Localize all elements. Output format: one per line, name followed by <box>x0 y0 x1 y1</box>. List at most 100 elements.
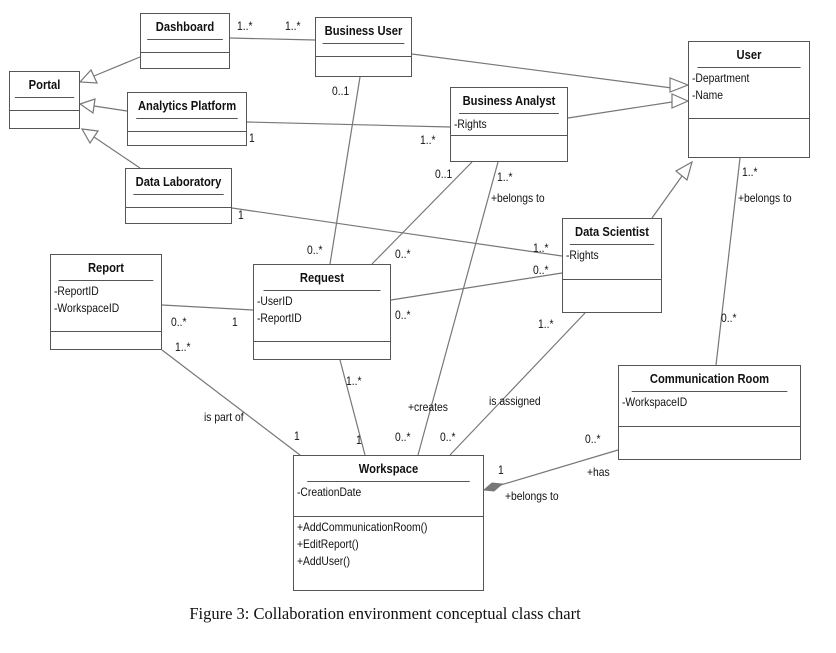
multiplicity-label: 0..* <box>721 311 737 325</box>
class-operations <box>451 136 567 161</box>
role-label: +creates <box>408 400 448 414</box>
datalab-portal-generalization <box>93 136 141 169</box>
class-data-scientist[interactable]: Data Scientist -Rights <box>562 218 662 313</box>
class-attributes <box>126 195 231 208</box>
generalization-arrowhead <box>80 128 100 145</box>
class-attributes: -Department -Name <box>689 68 809 119</box>
multiplicity-label: 0..* <box>395 247 411 261</box>
multiplicity-label: 1..* <box>742 165 758 179</box>
class-communication-room[interactable]: Communication Room -WorkspaceID <box>618 365 801 460</box>
class-request[interactable]: Request -UserID -ReportID <box>253 264 391 360</box>
user-communicationroom-association <box>715 157 741 366</box>
request-workspace-association <box>339 359 366 456</box>
class-attributes <box>128 119 246 132</box>
class-operations <box>254 342 390 359</box>
class-attributes <box>10 98 79 111</box>
multiplicity-label: 1..* <box>533 241 549 255</box>
multiplicity-label: 1 <box>356 433 362 447</box>
class-dashboard[interactable]: Dashboard <box>140 13 230 69</box>
attribute-userid: -UserID <box>257 294 293 308</box>
class-attributes: -WorkspaceID <box>619 392 800 427</box>
class-name: Dashboard <box>147 14 223 40</box>
class-name: Request <box>263 265 381 291</box>
businessanalyst-request-association <box>371 161 473 265</box>
class-operations: +AddCommunicationRoom() +EditReport() +A… <box>294 517 483 590</box>
generalization-arrowhead <box>78 68 98 84</box>
class-analytics-platform[interactable]: Analytics Platform <box>127 92 247 146</box>
workspace-communicationroom-composition <box>483 449 619 491</box>
multiplicity-label: 0..* <box>171 315 187 329</box>
multiplicity-label: 1..* <box>175 340 191 354</box>
attribute-rights: -Rights <box>566 248 599 262</box>
multiplicity-label: 1 <box>498 463 504 477</box>
multiplicity-label: 0..* <box>395 430 411 444</box>
class-user[interactable]: User -Department -Name <box>688 41 810 158</box>
attribute-reportid: -ReportID <box>54 284 99 298</box>
class-report[interactable]: Report -ReportID -WorkspaceID <box>50 254 162 350</box>
multiplicity-label: 0..* <box>440 430 456 444</box>
multiplicity-label: 1..* <box>420 133 436 147</box>
role-label: is part of <box>204 410 244 424</box>
businessanalyst-user-generalization <box>567 101 673 119</box>
attribute-workspaceid: -WorkspaceID <box>54 301 120 315</box>
multiplicity-label: 1 <box>294 429 300 443</box>
class-business-user[interactable]: Business User <box>315 17 412 77</box>
attribute-reportid: -ReportID <box>257 311 302 325</box>
attribute-department: -Department <box>692 71 750 85</box>
class-operations <box>51 332 161 349</box>
analytics-businessanalyst-association <box>246 121 451 128</box>
class-operations <box>128 132 246 145</box>
multiplicity-label: 0..1 <box>435 167 453 181</box>
class-attributes: -CreationDate <box>294 482 483 517</box>
class-attributes: -Rights <box>563 245 661 280</box>
generalization-arrowhead <box>671 93 690 109</box>
class-business-analyst[interactable]: Business Analyst -Rights <box>450 87 568 162</box>
multiplicity-label: 1 <box>232 315 238 329</box>
class-operations <box>563 280 661 312</box>
multiplicity-label: 1..* <box>497 170 513 184</box>
class-workspace[interactable]: Workspace -CreationDate +AddCommunicatio… <box>293 455 484 591</box>
class-name: Business Analyst <box>459 88 559 114</box>
report-workspace-association <box>161 349 301 456</box>
operation-addcommunicationroom: +AddCommunicationRoom() <box>297 520 428 534</box>
datalab-datascientist-association <box>231 207 563 257</box>
multiplicity-label: 1 <box>249 131 255 145</box>
multiplicity-label: 1..* <box>237 19 253 33</box>
class-operations <box>126 208 231 223</box>
class-data-laboratory[interactable]: Data Laboratory <box>125 168 232 224</box>
operation-editreport: +EditReport() <box>297 537 359 551</box>
class-attributes: -Rights <box>451 114 567 136</box>
role-label: +belongs to <box>738 191 792 205</box>
dashboard-portal-generalization <box>93 56 141 77</box>
multiplicity-label: 0..* <box>533 263 549 277</box>
class-name: Report <box>58 255 154 281</box>
businessuser-user-generalization <box>411 53 673 89</box>
analytics-portal-generalization <box>93 105 128 112</box>
businessanalyst-workspace-association <box>417 161 499 456</box>
class-name: Portal <box>14 72 75 98</box>
attribute-creationdate: -CreationDate <box>297 485 362 499</box>
class-operations <box>141 53 229 68</box>
attribute-rights: -Rights <box>454 117 487 131</box>
operation-adduser: +AddUser() <box>297 554 351 568</box>
class-name: Data Laboratory <box>133 169 224 195</box>
attribute-name: -Name <box>692 88 723 102</box>
multiplicity-label: 1..* <box>538 317 554 331</box>
class-name: Data Scientist <box>569 219 655 245</box>
attribute-workspaceid: -WorkspaceID <box>622 395 688 409</box>
class-attributes <box>316 44 411 57</box>
figure-caption: Figure 3: Collaboration environment conc… <box>189 604 581 623</box>
class-portal[interactable]: Portal <box>9 71 80 129</box>
multiplicity-label: 0..* <box>395 308 411 322</box>
class-attributes: -UserID -ReportID <box>254 291 390 342</box>
multiplicity-label: 0..* <box>585 432 601 446</box>
multiplicity-label: 1..* <box>285 19 301 33</box>
class-name: Analytics Platform <box>136 93 238 119</box>
multiplicity-label: 0..1 <box>332 84 350 98</box>
class-attributes <box>141 40 229 53</box>
class-attributes: -ReportID -WorkspaceID <box>51 281 161 332</box>
request-datascientist-association <box>390 272 563 301</box>
multiplicity-label: 0..* <box>307 243 323 257</box>
role-label: +has <box>587 465 610 479</box>
